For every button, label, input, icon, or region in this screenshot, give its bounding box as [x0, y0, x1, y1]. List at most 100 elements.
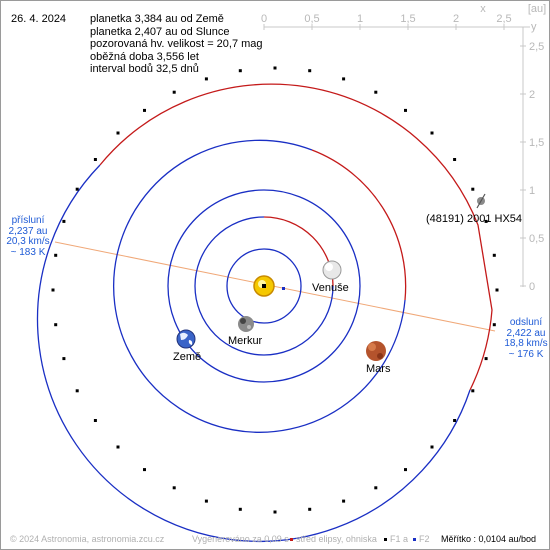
orbit-point — [143, 468, 146, 472]
orbit-point — [62, 357, 66, 361]
orbit-point — [238, 507, 242, 511]
right-axis: 2,5 2 1,5 1 0,5 0 y — [520, 21, 544, 293]
orbit-point — [471, 187, 475, 191]
orbit-point — [143, 108, 146, 112]
orbit-point — [204, 77, 208, 81]
venus-orbit-near — [194, 216, 334, 356]
generated-time: Vygenerováno za 0,09 s — [192, 534, 289, 544]
orbit-point — [93, 419, 97, 422]
copyright-link[interactable]: © 2024 Astronomia, astronomia.zcu.cz — [10, 534, 165, 544]
orbit-point — [342, 77, 346, 81]
orbit-point — [54, 323, 58, 327]
aphelion-info: odsluní 2,422 au 18,8 km/s ~ 176 K — [500, 317, 550, 360]
orbit-point — [495, 288, 499, 292]
orbit-point — [204, 499, 208, 503]
earth-icon — [176, 329, 196, 349]
interval-text: interval bodů 32,5 dnů — [90, 63, 199, 75]
orbit-point — [404, 468, 407, 472]
orbit-point — [93, 158, 97, 161]
info-panel: planetka 3,384 au od Země planetka 2,407… — [90, 13, 263, 76]
y-tick-3: 1 — [529, 185, 535, 197]
orbit-point — [484, 357, 488, 361]
orbit-point — [238, 69, 242, 73]
perihelion-title: přísluní — [11, 215, 45, 226]
mars-icon — [366, 341, 386, 361]
y-tick-5: 0 — [529, 281, 535, 293]
orbit-point — [75, 187, 79, 191]
orbit-point — [430, 445, 434, 449]
asteroid-label: (48191) 2001 HX54 — [426, 213, 523, 225]
aphelion-speed: 18,8 km/s — [504, 338, 548, 349]
orbit-point — [374, 486, 378, 490]
orbit-point — [404, 108, 407, 112]
y-tick-4: 0,5 — [529, 233, 544, 245]
x-tick-4: 2 — [453, 13, 459, 25]
f1-legend: F1 a — [384, 534, 408, 544]
orbit-point — [308, 507, 312, 511]
venus-orbit-far — [263, 216, 334, 287]
x-tick-1: 0,5 — [304, 13, 319, 25]
y-axis-label: y — [531, 21, 537, 33]
magnitude-text: pozorovaná hv. velikost = 20,7 mag — [90, 38, 263, 50]
earth-orbit — [167, 189, 361, 383]
perihelion-distance: 2,237 au — [8, 225, 48, 237]
unit-label: [au] — [528, 3, 546, 15]
x-tick-2: 1 — [357, 13, 363, 25]
center-marker — [282, 287, 285, 290]
orbit-point — [172, 90, 176, 94]
sun-distance-text: planetka 2,407 au od Slunce — [90, 25, 230, 38]
orbit-point — [484, 219, 488, 223]
earth-label: Země — [173, 351, 202, 363]
sun-icon — [253, 275, 275, 297]
f2-legend: F2 — [413, 534, 430, 544]
venus-label: Venuše — [312, 282, 349, 294]
top-axis: 0 0,5 1 1,5 2 2,5 x [au] — [261, 3, 546, 30]
orbit-point — [54, 253, 58, 257]
asteroid-orbit-points — [51, 66, 499, 514]
orbit-point — [342, 499, 346, 503]
mercury-orbit — [226, 248, 302, 324]
orbit-point — [430, 131, 434, 135]
y-tick-2: 1,5 — [529, 137, 544, 149]
x-tick-0: 0 — [261, 13, 267, 25]
orbit-point — [492, 253, 496, 257]
earth-distance-text: planetka 3,384 au od Země — [90, 13, 224, 25]
y-tick-0: 2,5 — [529, 41, 544, 53]
mars-orbit-near — [113, 139, 406, 433]
orbit-point — [453, 158, 457, 161]
asteroid-orbit-near — [36, 164, 471, 542]
x-tick-5: 2,5 — [496, 13, 511, 25]
date-label: 26. 4. 2024 — [11, 13, 67, 25]
orbit-point — [172, 486, 176, 490]
x-axis-label: x — [480, 3, 486, 15]
asteroid-marker — [476, 193, 486, 209]
x-tick-3: 1,5 — [400, 13, 415, 25]
aphelion-title: odsluní — [509, 317, 543, 328]
mars-label: Mars — [366, 363, 391, 375]
orbit-point — [116, 131, 120, 135]
mercury-icon — [238, 316, 254, 332]
orbit-point — [273, 66, 277, 70]
orbit-point — [116, 445, 120, 449]
y-tick-1: 2 — [529, 89, 535, 101]
perihelion-temp: ~ 183 K — [10, 246, 46, 258]
orbit-point — [471, 389, 475, 393]
aphelion-temp: ~ 176 K — [508, 348, 544, 360]
orbit-point — [308, 69, 312, 73]
orbit-point — [75, 389, 79, 393]
orbit-point — [453, 419, 457, 422]
mars-orbit-far — [311, 149, 407, 301]
venus-icon — [322, 260, 342, 280]
center-legend: střed elipsy, ohniska — [290, 534, 377, 544]
perihelion-speed: 20,3 km/s — [6, 236, 50, 247]
orbit-point — [273, 510, 277, 514]
orbit-point — [51, 288, 55, 292]
perihelion-info: přísluní 2,237 au 20,3 km/s ~ 183 K — [2, 215, 54, 258]
orbit-point — [62, 219, 66, 223]
asteroid-orbit-far — [99, 83, 493, 391]
aphelion-distance: 2,422 au — [506, 327, 546, 339]
orbit-point — [374, 90, 378, 94]
orbit-point — [492, 323, 496, 327]
period-text: oběžná doba 3,556 let — [90, 50, 199, 63]
